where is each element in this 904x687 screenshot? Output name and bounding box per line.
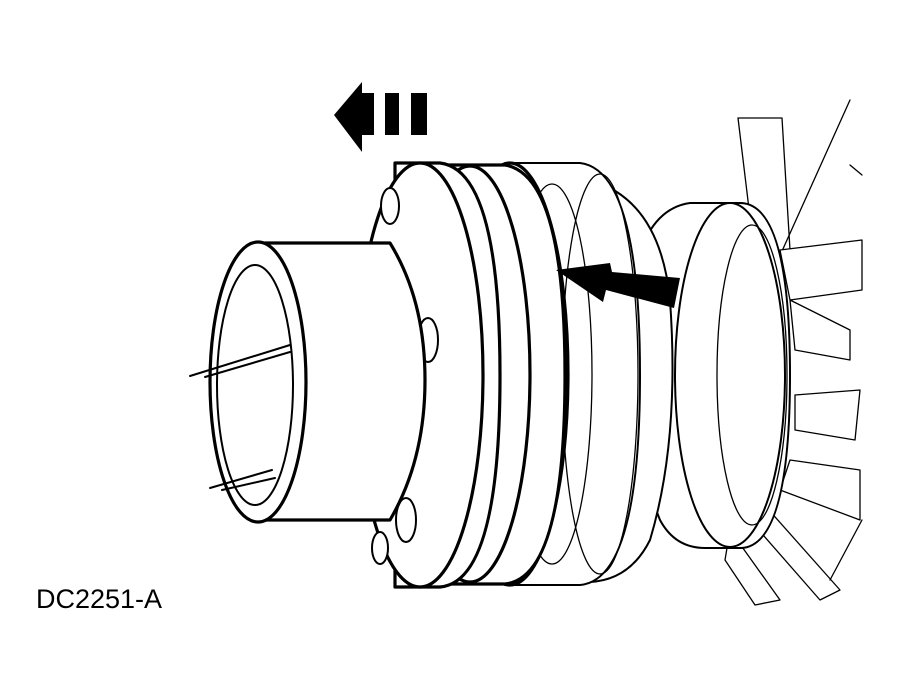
bolt-hole: [371, 531, 389, 565]
bolt-hole: [380, 187, 400, 225]
figure-code-label: DC2251-A: [36, 584, 163, 614]
front-sleeve: [208, 240, 427, 524]
shaft: [189, 344, 291, 491]
pointer-arrow: [556, 263, 680, 308]
bolt-hole: [395, 497, 417, 543]
direction-arrow-left: [334, 82, 427, 152]
